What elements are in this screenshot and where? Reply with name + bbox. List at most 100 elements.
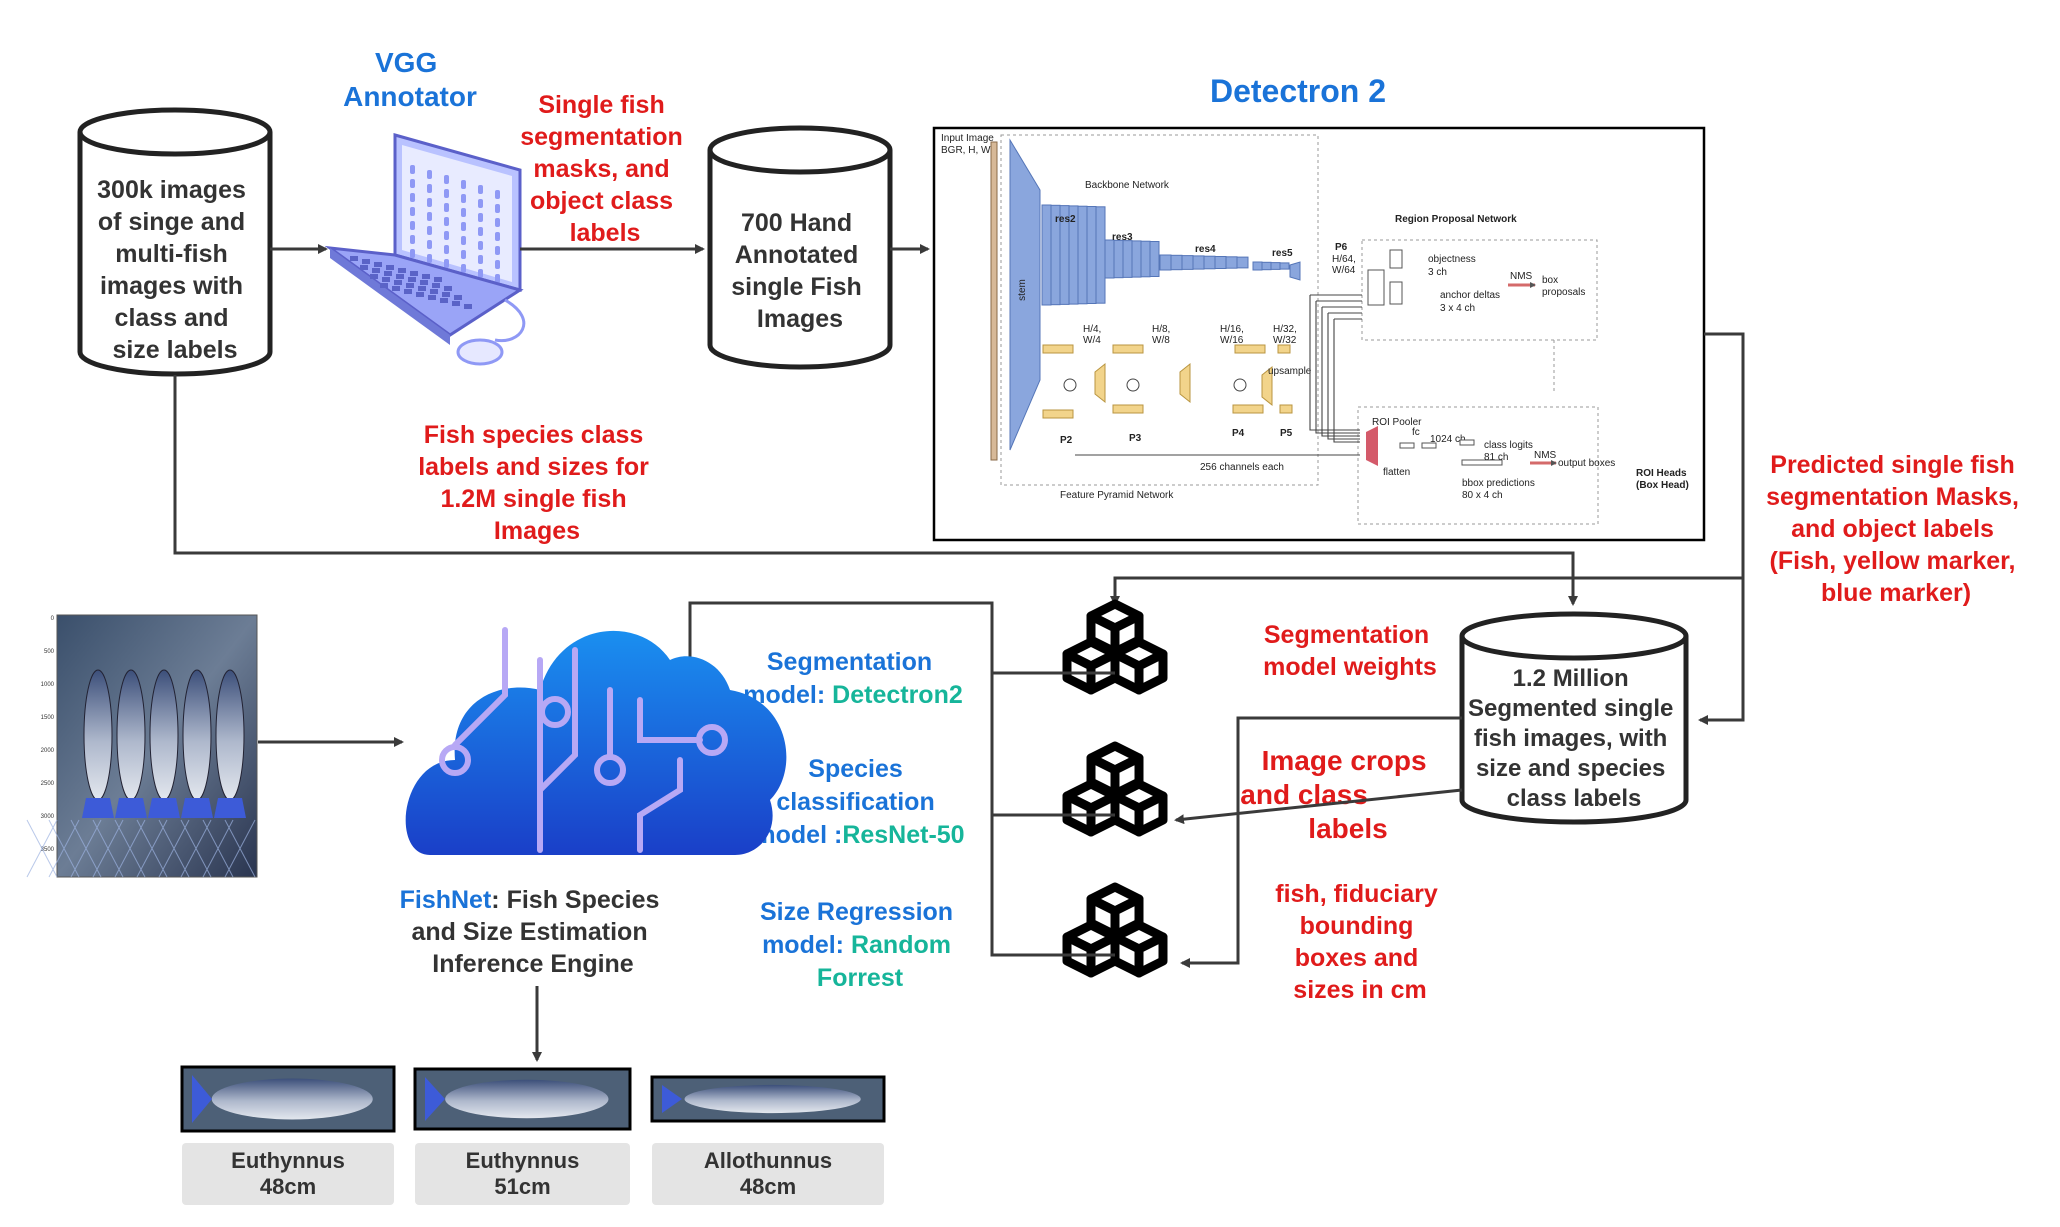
fish-shape	[211, 1078, 373, 1120]
segmented-images-text: 1.2 Million Segmented single fish images…	[1468, 665, 1680, 812]
input-image-label: Input Image BGR, H, W	[941, 133, 997, 156]
res2-label: res2	[1055, 214, 1076, 225]
p6-w: W/64	[1332, 265, 1356, 276]
p3-label: P3	[1129, 433, 1142, 444]
stem-label: stem	[1017, 279, 1028, 301]
output-label-box	[182, 1143, 394, 1205]
upsample-label: upsample	[1268, 366, 1312, 377]
rpn-nms-label: NMS	[1510, 271, 1533, 282]
cls-model-cubes-icon	[1062, 741, 1168, 837]
ruler-tick-label: 1500	[41, 715, 55, 721]
segmented-images-cylinder: 1.2 Million Segmented single fish images…	[1459, 611, 1689, 825]
annotated-images-text: 700 Hand Annotated single Fish Images	[731, 209, 869, 333]
box-proposals-label: box	[1542, 275, 1558, 286]
fc-label: fc	[1412, 427, 1420, 438]
input-fish-photo: 0 500 1000 1500 2000 2500 3000 3500	[26, 614, 258, 878]
p4-label: P4	[1232, 428, 1245, 439]
species-sizes-label: Fish species class labels and sizes for …	[418, 421, 656, 545]
fpn-label: Feature Pyramid Network	[1060, 490, 1174, 501]
bbox-pred-label: bbox predictions	[1462, 478, 1535, 489]
stride-3a: H/16,	[1220, 324, 1244, 335]
stride-1a: H/4,	[1083, 324, 1101, 335]
ruler-tick-label: 2500	[41, 781, 55, 787]
output-size: 48cm	[260, 1174, 316, 1199]
vgg-annotator-title: VGG Annotator	[343, 47, 477, 112]
backbone-label: Backbone Network	[1085, 180, 1170, 191]
stride-4b: W/32	[1273, 335, 1297, 346]
fishnet-cloud-icon	[405, 627, 787, 855]
box-proposals-label-2: proposals	[1542, 287, 1585, 298]
p2-label: P2	[1060, 435, 1073, 446]
ruler-tick-label: 500	[44, 649, 55, 655]
arrow-bboxes-to-reg	[1180, 716, 1462, 968]
stride-2a: H/8,	[1152, 324, 1170, 335]
seg-weights-label: Segmentation model weights	[1263, 621, 1437, 681]
class-logits-ch: 81 ch	[1484, 452, 1508, 463]
bboxes-label: fish, fiduciary bounding boxes and sizes…	[1275, 880, 1445, 1004]
roi-heads-label-2: (Box Head)	[1636, 480, 1689, 491]
input-images-text: 300k images of singe and multi-fish imag…	[97, 176, 253, 364]
res3-label: res3	[1112, 232, 1133, 243]
fish-shape	[445, 1079, 609, 1119]
crops-label: Image crops and class labels	[1240, 745, 1434, 844]
seg-model-label: Segmentation model: Detectron2	[743, 648, 963, 709]
output-boxes-label: output boxes	[1558, 458, 1615, 469]
predicted-label: Predicted single fish segmentation Masks…	[1766, 451, 2026, 607]
seg-model-cubes-icon	[1062, 599, 1168, 695]
output-size: 48cm	[740, 1174, 796, 1199]
rpn-label: Region Proposal Network	[1395, 214, 1517, 225]
output-label-box	[415, 1143, 630, 1205]
flatten-label: flatten	[1383, 467, 1410, 478]
reg-model-label: Size Regression model: Random Forrest	[760, 898, 960, 992]
fish-shape	[684, 1084, 861, 1114]
anchor-label: anchor deltas	[1440, 290, 1500, 301]
fish-tail	[662, 1085, 682, 1113]
stride-4a: H/32,	[1273, 324, 1297, 335]
models-bus-line	[990, 673, 1115, 957]
laptop-icon	[324, 133, 526, 366]
roi-pooler-label: ROI Pooler	[1372, 417, 1422, 428]
stride-2b: W/8	[1152, 335, 1170, 346]
reg-model-cubes-icon	[1062, 882, 1168, 978]
fc-dim-label: 1024 ch	[1430, 434, 1466, 445]
output-species: Euthynnus	[231, 1148, 345, 1173]
ruler-tick-label: 1000	[41, 682, 55, 688]
ruler-tick-label: 0	[51, 616, 55, 622]
roi-nms-label: NMS	[1534, 450, 1557, 461]
detectron-architecture: Input Image BGR, H, W Backbone Network F…	[932, 126, 1706, 542]
output-species: Euthynnus	[466, 1148, 580, 1173]
ruler-tick-label: 2000	[41, 748, 55, 754]
annotated-images-cylinder: 700 Hand Annotated single Fish Images	[707, 125, 893, 370]
ruler-tick-label: 3000	[41, 814, 55, 820]
input-images-cylinder: 300k images of singe and multi-fish imag…	[77, 107, 273, 377]
detectron-title: Detectron 2	[1210, 73, 1386, 109]
stride-1b: W/4	[1083, 335, 1101, 346]
arrow-crops-to-cls	[1174, 788, 1463, 825]
output-label-box	[652, 1143, 884, 1205]
masks-label: Single fish segmentation masks, and obje…	[520, 91, 689, 247]
fish-tail	[425, 1077, 445, 1121]
stride-3b: W/16	[1220, 335, 1244, 346]
fish-tail	[192, 1075, 212, 1123]
anchor-ch: 3 x 4 ch	[1440, 303, 1475, 314]
res4-label: res4	[1195, 244, 1216, 255]
output-species: Allothunnus	[704, 1148, 832, 1173]
objectness-label: objectness	[1428, 254, 1476, 265]
bbox-pred-ch: 80 x 4 ch	[1462, 490, 1503, 501]
arrow-models-to-engine	[685, 601, 1115, 742]
cls-model-label: Species classification model :ResNet-50	[753, 755, 964, 849]
objectness-ch: 3 ch	[1428, 267, 1447, 278]
arrow-detectron-to-segmented	[1698, 332, 1745, 725]
p5-label: P5	[1280, 428, 1293, 439]
arrow-detectron-to-seg-model	[1110, 576, 1743, 606]
output-size: 51cm	[494, 1174, 550, 1199]
ruler-tick-label: 3500	[41, 847, 55, 853]
channels-label: 256 channels each	[1200, 462, 1284, 473]
